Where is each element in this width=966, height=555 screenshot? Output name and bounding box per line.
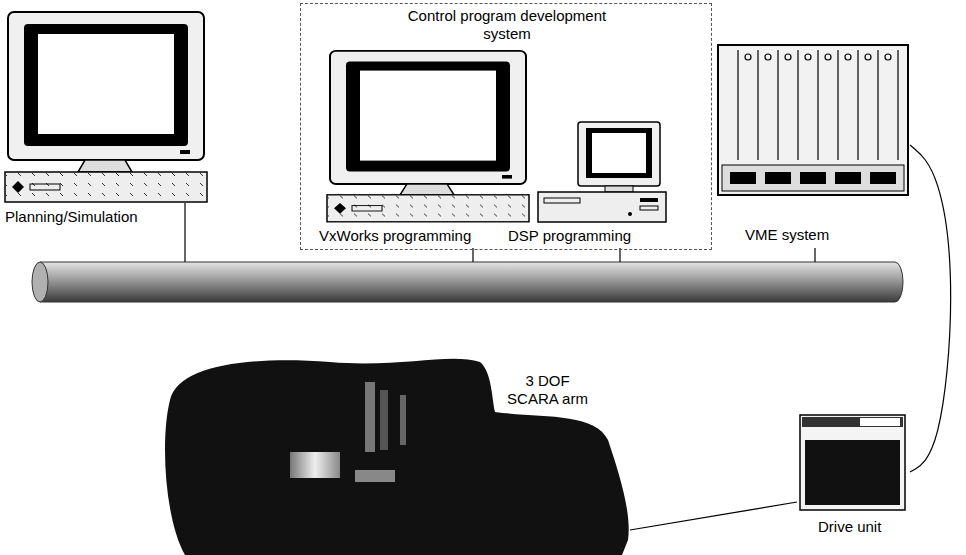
robot-arm-photo [165, 359, 629, 555]
cable-line [630, 502, 797, 530]
cable-line [910, 145, 951, 472]
node-label: VxWorks programming [319, 227, 471, 245]
node-label: VME system [745, 226, 829, 244]
node-label: Control program development system [387, 7, 627, 43]
computer-node: Planning/Simulation [2, 6, 217, 232]
vme-rack [718, 45, 908, 195]
robot-arm-node: 3 DOF SCARA arm [160, 355, 630, 555]
computer-node: VxWorks programming [316, 51, 504, 247]
node-label: Drive unit [818, 518, 881, 536]
drive-unit-box [800, 415, 905, 510]
computer-node: DSP programming [508, 116, 671, 248]
pc-icon [538, 122, 666, 222]
dashed-group: Control program development systemVxWork… [300, 3, 712, 250]
node-label: 3 DOF SCARA arm [500, 372, 595, 408]
node-label: DSP programming [508, 227, 631, 245]
rack-node: VME system [712, 40, 910, 246]
node-label: Planning/Simulation [5, 208, 138, 226]
computer-icon [5, 12, 207, 202]
network-bus [32, 262, 903, 302]
computer-icon [327, 51, 529, 222]
drive-unit-node: Drive unit [797, 410, 910, 538]
